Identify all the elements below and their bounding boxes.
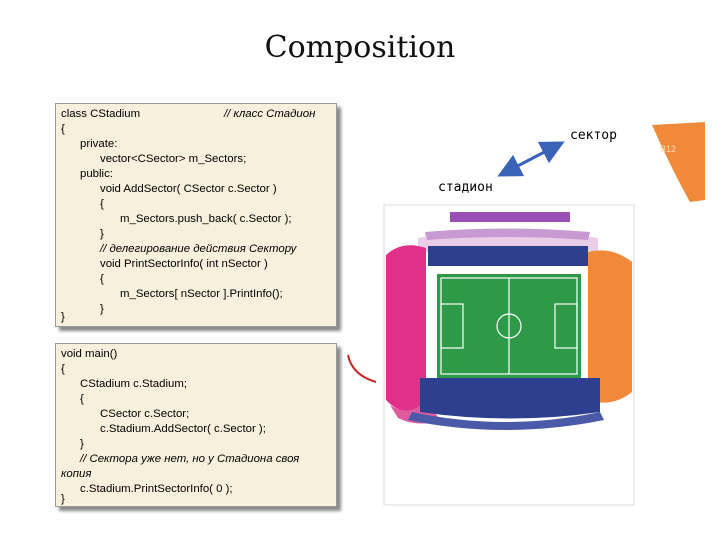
stadium-east-stand	[588, 250, 632, 403]
code-comment: копия	[61, 468, 92, 480]
code-line: void PrintSectorInfo( int nSector )	[100, 258, 268, 270]
code-line: void main()	[61, 348, 118, 360]
stadium-upper-stand	[428, 246, 588, 266]
code-line: {	[61, 363, 65, 375]
code-line: m_Sectors[ nSector ].PrintInfo();	[120, 288, 283, 300]
code-line: CStadium c.Stadium;	[80, 378, 187, 390]
code-comment: // делегирование действия Сектору	[100, 243, 297, 255]
code-line: c.Stadium.AddSector( c.Sector );	[100, 423, 266, 435]
code-line: vector<CSector> m_Sectors;	[100, 153, 247, 165]
code-line: {	[61, 123, 65, 135]
code-line: }	[80, 438, 84, 450]
stadium-label: стадион	[438, 180, 493, 195]
code-line: {	[100, 273, 104, 285]
sector-piece-label: B12	[660, 144, 676, 154]
code-line: void AddSector( CSector c.Sector )	[100, 183, 277, 195]
code-comment: // Сектора уже нет, но у Стадиона своя	[80, 453, 300, 465]
stadium-west-stand	[386, 245, 426, 412]
code-line: {	[80, 393, 84, 405]
code-line: c.Stadium.PrintSectorInfo( 0 );	[80, 483, 233, 495]
page-title: Composition	[264, 30, 456, 65]
sector-label: сектор	[570, 128, 617, 143]
class-code-block: class CStadium // класс Стадион { privat…	[55, 103, 337, 327]
stadium-top-stand	[450, 212, 570, 222]
double-arrow	[497, 141, 565, 177]
code-line: public:	[80, 168, 113, 180]
code-line: private:	[80, 138, 118, 150]
code-comment: // класс Стадион	[224, 108, 316, 120]
code-line: }	[61, 493, 65, 505]
code-line: class CStadium	[61, 108, 141, 120]
code-line: }	[61, 311, 65, 323]
code-line: m_Sectors.push_back( c.Sector );	[120, 213, 292, 225]
highlight-bracket	[347, 354, 377, 383]
code-line: }	[100, 303, 104, 315]
sector-piece	[652, 122, 705, 202]
code-line: CSector c.Sector;	[100, 408, 190, 420]
main-code-block: void main() { CStadium c.Stadium; { CSec…	[55, 343, 337, 507]
code-line: }	[100, 228, 104, 240]
stadium-lower-stand	[420, 378, 600, 419]
code-line: {	[100, 198, 104, 210]
